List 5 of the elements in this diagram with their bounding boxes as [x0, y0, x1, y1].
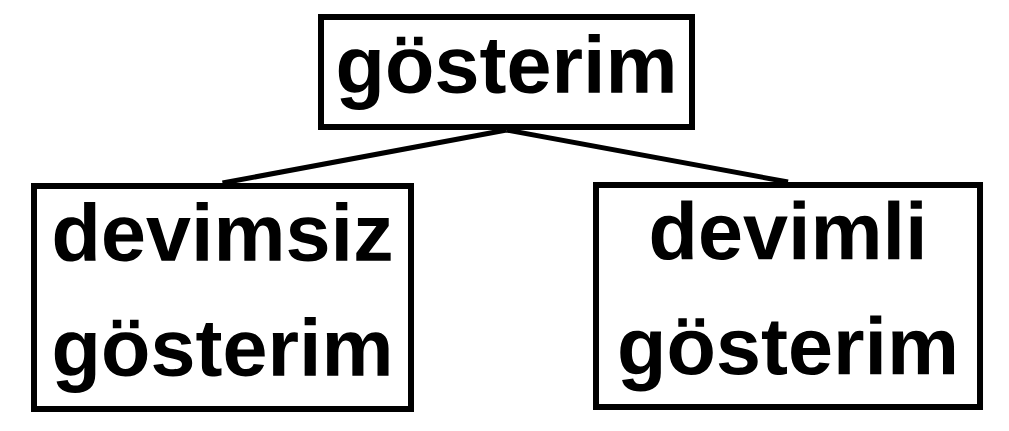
term-box: devimli gösterim: [593, 182, 983, 410]
term-box: gösterim: [318, 14, 695, 130]
term-box: devimsiz gösterim: [31, 183, 414, 412]
connector-line: [222, 127, 507, 186]
connector-line: [506, 127, 789, 185]
